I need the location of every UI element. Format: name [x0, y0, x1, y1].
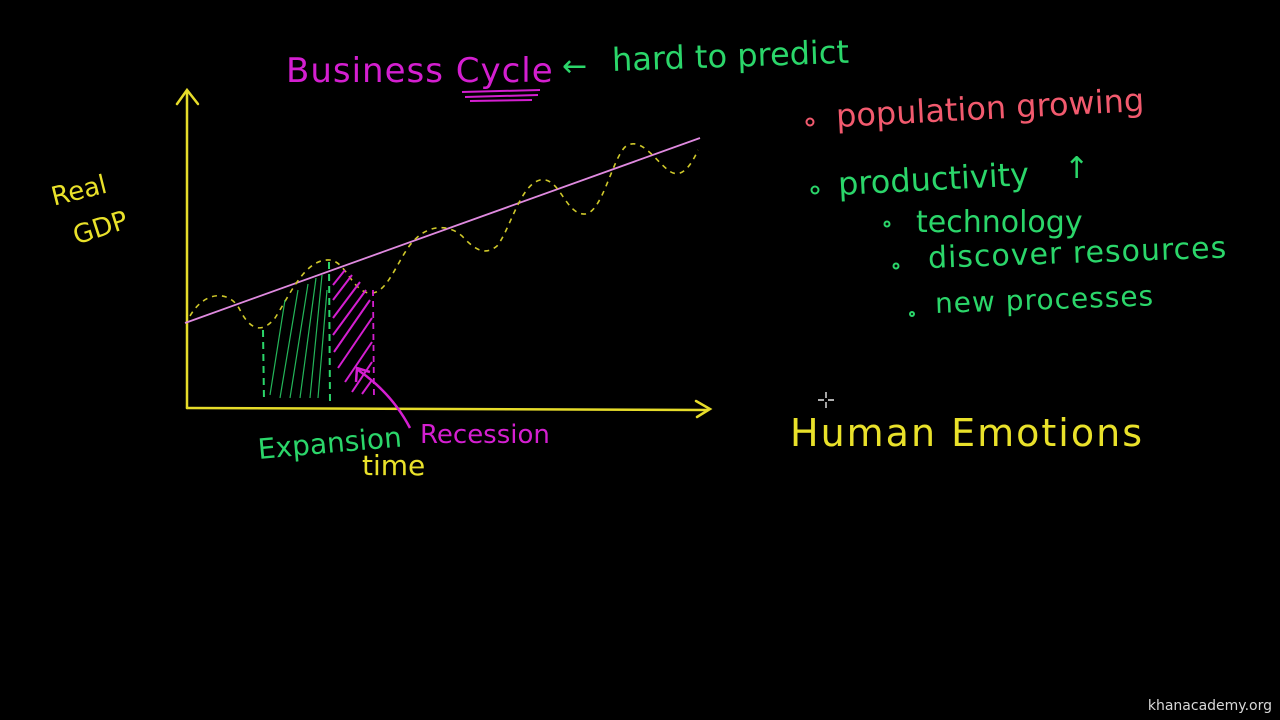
bullet-technology [883, 220, 891, 228]
bullet-processes [909, 311, 915, 317]
recession-label: Recession [420, 420, 550, 450]
subfactor-new-processes: new processes [934, 279, 1155, 320]
expansion-end-line [328, 261, 331, 403]
expansion-hatch [269, 274, 328, 399]
x-axis [185, 406, 710, 412]
human-emotions-text: Human Emotions [790, 411, 1144, 455]
expansion-start-line [262, 329, 265, 403]
watermark-khanacademy: khanacademy.org [1147, 698, 1272, 714]
productivity-up-arrow: ↑ [1064, 151, 1090, 186]
bullets [805, 117, 915, 317]
recession-pointer-head [354, 366, 371, 383]
crosshair-cursor-icon [818, 392, 834, 408]
recession-region [332, 269, 412, 429]
chart-axes [175, 87, 713, 419]
x-axis-arrowhead [694, 399, 713, 419]
title-note: hard to predict [611, 32, 850, 79]
subfactor-technology: technology [916, 205, 1083, 240]
bullet-discover [892, 262, 900, 270]
cycle-underline [461, 89, 541, 102]
y-axis-arrowhead [175, 87, 200, 106]
business-cycle-wave [189, 143, 699, 329]
title-arrow: ← [562, 49, 588, 84]
recession-pointer-arrow [357, 368, 412, 429]
expansion-region [262, 261, 331, 403]
trend-line [184, 137, 701, 324]
factor-productivity: productivity [837, 155, 1031, 203]
bullet-productivity [810, 185, 820, 195]
bullet-population [805, 117, 815, 127]
title-business-cycle: Business Cycle [286, 51, 554, 91]
x-axis-label: time [362, 449, 426, 482]
recession-hatch [332, 269, 373, 395]
